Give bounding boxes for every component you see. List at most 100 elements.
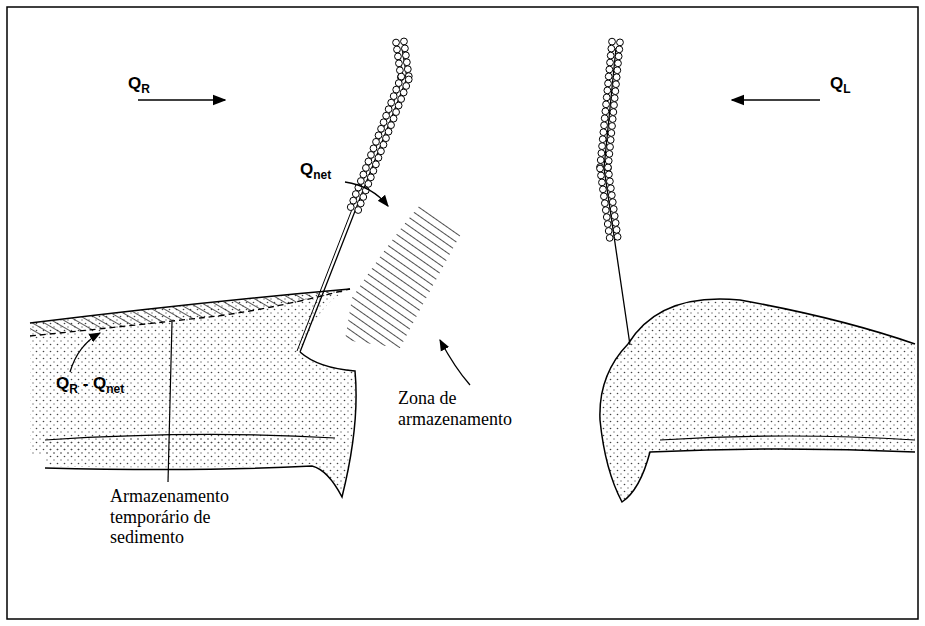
temporary-storage	[30, 289, 350, 336]
armour-stone	[400, 89, 407, 96]
left-channel-bank	[45, 352, 356, 497]
armour-stone	[613, 226, 620, 233]
armour-stone	[600, 186, 607, 193]
armour-stone	[370, 167, 377, 174]
armour-stone	[393, 39, 400, 46]
drift-arrow	[732, 99, 820, 101]
armour-stone	[360, 171, 367, 178]
armour-stone	[616, 46, 623, 53]
armour-stone	[606, 234, 613, 241]
area-label: Zona de armazenamento	[398, 388, 528, 429]
armour-stone	[380, 119, 387, 126]
armour-stone	[390, 115, 397, 122]
armour-stone	[367, 174, 374, 181]
armour-stone	[368, 151, 375, 158]
armour-stone	[610, 206, 617, 213]
armour-stone	[610, 109, 617, 116]
armour-stone	[357, 200, 364, 207]
armour-stone	[603, 214, 610, 221]
right-sand	[600, 299, 915, 502]
armour-stone	[360, 194, 367, 201]
left-sand	[30, 289, 355, 495]
armour-stone	[604, 221, 611, 228]
armour-stone	[598, 150, 605, 157]
armour-stone	[385, 106, 392, 113]
drift-arrow	[138, 99, 225, 101]
right-channel-bank	[600, 344, 915, 502]
lagoon-shore-left	[45, 434, 335, 440]
armour-stone	[402, 52, 409, 59]
armour-stone	[598, 172, 605, 179]
armour-stone	[608, 45, 615, 52]
armour-stone	[398, 73, 405, 80]
armour-stone	[597, 165, 604, 172]
armour-stone	[373, 138, 380, 145]
armour-stone	[395, 53, 402, 60]
lagoon-shore-right	[660, 436, 915, 440]
armour-stone	[597, 157, 604, 164]
armour-stone	[609, 199, 616, 206]
armour-stone	[602, 207, 609, 214]
armour-stone	[602, 108, 609, 115]
armour-stone	[405, 76, 412, 83]
armour-stone	[403, 59, 410, 66]
armour-stone	[606, 66, 613, 73]
armour-stone	[601, 200, 608, 207]
leader-arrow	[345, 182, 388, 206]
armour-stone	[390, 93, 397, 100]
armour-stone	[609, 123, 616, 130]
armour-stone	[614, 67, 621, 74]
armour-stone	[612, 220, 619, 227]
leader-arrow	[70, 333, 100, 372]
armour-stone	[395, 80, 402, 87]
armour-stone	[605, 73, 612, 80]
armour-stone	[355, 207, 362, 214]
left-jetty-core	[300, 48, 407, 352]
armour-stone	[611, 213, 618, 220]
armour-stone	[612, 88, 619, 95]
armour-stone	[365, 158, 372, 165]
armour-stone	[603, 94, 610, 101]
lagoon-band-left	[45, 436, 330, 455]
armour-stone	[396, 67, 403, 74]
armour-stone	[363, 165, 370, 172]
armour-stone	[606, 171, 613, 178]
armour-stone	[601, 115, 608, 122]
armour-stone	[600, 193, 607, 200]
armour-stone	[396, 60, 403, 67]
armour-stone	[603, 101, 610, 108]
armour-stone	[613, 81, 620, 88]
armour-stone	[611, 95, 618, 102]
armour-stone	[614, 233, 621, 240]
armour-stone	[347, 204, 354, 211]
armour-stone	[604, 87, 611, 94]
armour-stone	[613, 74, 620, 81]
armour-stone	[599, 136, 606, 143]
armour-stone	[608, 130, 615, 137]
flux-label: QL	[830, 74, 851, 97]
armour-stone	[611, 102, 618, 109]
armour-stone	[404, 66, 411, 73]
armour-stone	[600, 129, 607, 136]
armour-stone	[388, 122, 395, 129]
armour-stone	[607, 52, 614, 59]
armour-stone	[606, 150, 613, 157]
armour-stone	[599, 143, 606, 150]
armour-stone	[378, 148, 385, 155]
armour-stone	[605, 80, 612, 87]
armour-stone	[615, 53, 622, 60]
armour-stone	[352, 191, 359, 198]
armour-stone	[380, 141, 387, 148]
armour-stone	[393, 109, 400, 116]
armour-stone	[393, 86, 400, 93]
flux-label: QR	[128, 74, 150, 97]
armour-stone	[607, 137, 614, 144]
armour-stone	[601, 122, 608, 129]
left-jetty-core	[297, 48, 403, 351]
armour-stone	[378, 125, 385, 132]
armour-stone	[370, 145, 377, 152]
armour-stone	[350, 197, 357, 204]
armour-stone	[617, 39, 624, 46]
armour-stone	[365, 180, 372, 187]
armour-stone	[605, 228, 612, 235]
